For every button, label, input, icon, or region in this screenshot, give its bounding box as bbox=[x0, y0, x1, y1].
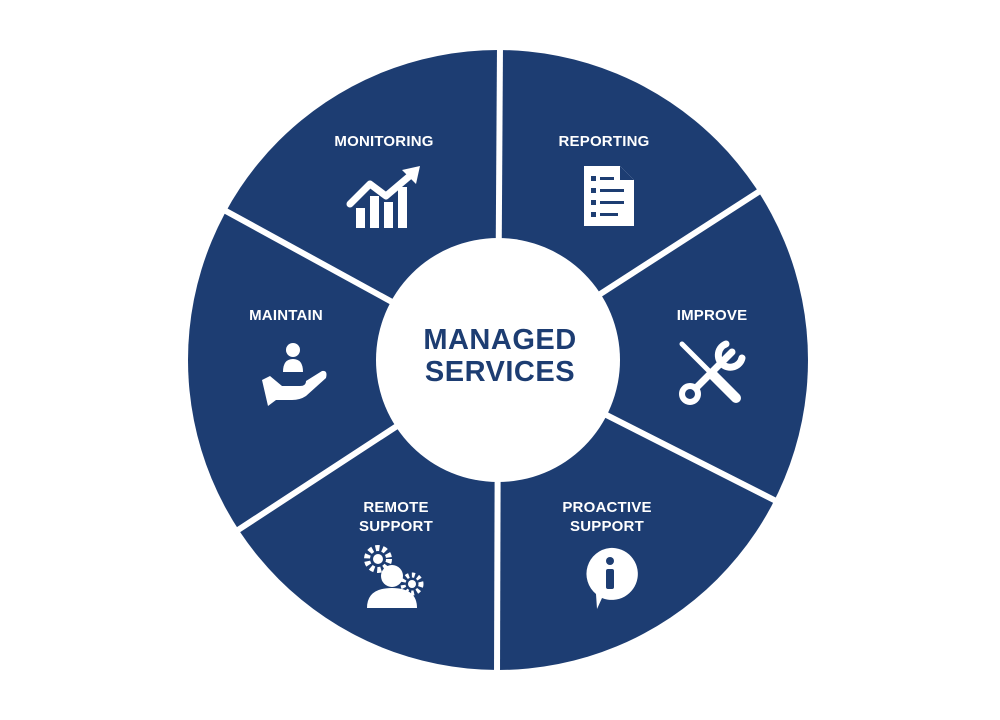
center-hub bbox=[376, 238, 620, 482]
segment-label-proactive-line1: PROACTIVE bbox=[562, 499, 651, 516]
segment-dividers bbox=[222, 44, 782, 676]
report-document-icon bbox=[584, 166, 634, 226]
segment-maintain: MAINTAIN bbox=[249, 307, 327, 406]
segment-proactive-support: PROACTIVE SUPPORT bbox=[562, 499, 651, 609]
segment-label-maintain: MAINTAIN bbox=[249, 307, 323, 324]
center-title-line2: SERVICES bbox=[425, 356, 575, 388]
segment-label-monitoring: MONITORING bbox=[334, 133, 433, 150]
segment-improve: IMPROVE bbox=[677, 307, 748, 405]
segment-label-reporting: REPORTING bbox=[559, 133, 650, 150]
segment-label-improve: IMPROVE bbox=[677, 307, 748, 324]
segment-label-proactive-line2: SUPPORT bbox=[570, 518, 644, 535]
segment-monitoring: MONITORING bbox=[334, 133, 433, 228]
growth-chart-icon bbox=[346, 166, 420, 228]
info-bubble-icon bbox=[586, 547, 638, 609]
user-gears-icon bbox=[364, 545, 424, 608]
segment-label-remote-line1: REMOTE bbox=[363, 499, 428, 516]
center-title-line1: MANAGED bbox=[423, 324, 576, 356]
segment-remote-support: REMOTE SUPPORT bbox=[359, 499, 433, 608]
segment-label-remote-line2: SUPPORT bbox=[359, 518, 433, 535]
hand-care-icon bbox=[262, 343, 327, 406]
wrench-screwdriver-icon bbox=[679, 340, 746, 405]
segment-reporting: REPORTING bbox=[559, 133, 650, 226]
